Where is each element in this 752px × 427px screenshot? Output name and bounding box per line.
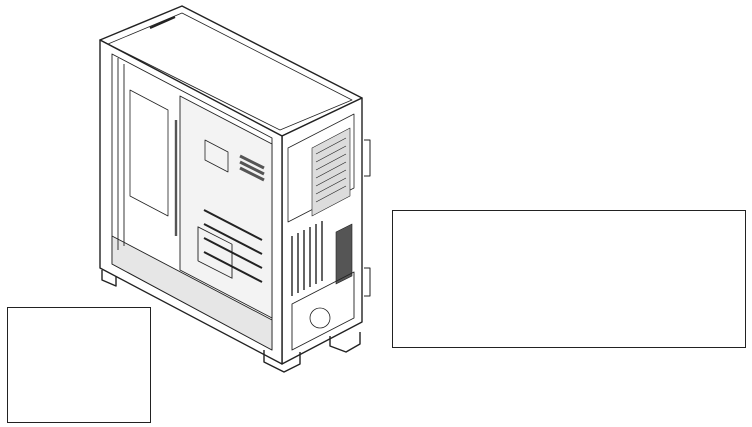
drive-cage-inset-frame — [7, 307, 151, 423]
drive-bay-inset-frame — [392, 210, 746, 348]
case-label-mark — [149, 15, 176, 30]
pc-tower-case-icon — [99, 5, 371, 373]
